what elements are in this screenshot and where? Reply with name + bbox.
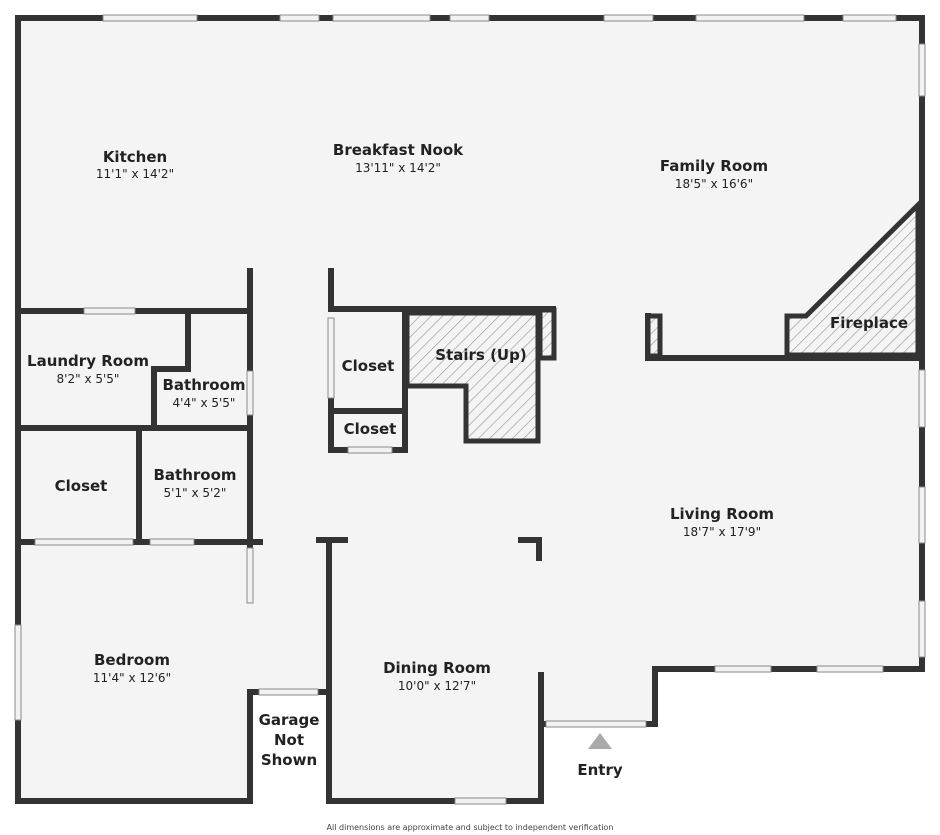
room-dims-laundry-room: 8'2" x 5'5" <box>57 372 120 386</box>
room-label-kitchen: Kitchen <box>103 148 167 166</box>
fireplace-hatch <box>784 199 921 358</box>
garage-label-line3: Shown <box>261 751 317 769</box>
room-label-family-room: Family Room <box>660 157 768 175</box>
room-dims-kitchen: 11'1" x 14'2" <box>96 167 174 181</box>
room-label-bedroom: Bedroom <box>94 651 170 669</box>
garage-label-line2: Not <box>274 731 304 749</box>
room-label-living-room: Living Room <box>670 505 774 523</box>
room-label-fireplace: Fireplace <box>830 314 908 332</box>
room-label-closet-center-lower: Closet <box>344 420 397 438</box>
stairs-rail <box>537 307 557 361</box>
disclaimer-text: All dimensions are approximate and subje… <box>327 823 614 832</box>
room-label-laundry-room: Laundry Room <box>27 352 149 370</box>
room-dims-bedroom: 11'4" x 12'6" <box>93 671 171 685</box>
room-label-bathroom-upper: Bathroom <box>162 376 245 394</box>
room-dims-family-room: 18'5" x 16'6" <box>675 177 753 191</box>
room-label-stairs: Stairs (Up) <box>435 346 526 364</box>
room-label-breakfast-nook: Breakfast Nook <box>333 141 464 159</box>
room-label-dining-room: Dining Room <box>383 659 491 677</box>
room-dims-living-room: 18'7" x 17'9" <box>683 525 761 539</box>
room-label-closet-center-upper: Closet <box>342 357 395 375</box>
room-dims-bathroom-upper: 4'4" x 5'5" <box>173 396 236 410</box>
room-label-closet-left: Closet <box>55 477 108 495</box>
garage-label-line1: Garage <box>259 711 320 729</box>
windows <box>14 14 926 805</box>
entry-arrow-icon <box>588 733 612 749</box>
room-dims-breakfast-nook: 13'11" x 14'2" <box>355 161 441 175</box>
entry-label: Entry <box>577 761 622 779</box>
room-dims-dining-room: 10'0" x 12'7" <box>398 679 476 693</box>
room-label-bathroom-lower: Bathroom <box>153 466 236 484</box>
family-room-post <box>645 313 663 359</box>
room-dims-bathroom-lower: 5'1" x 5'2" <box>164 486 227 500</box>
